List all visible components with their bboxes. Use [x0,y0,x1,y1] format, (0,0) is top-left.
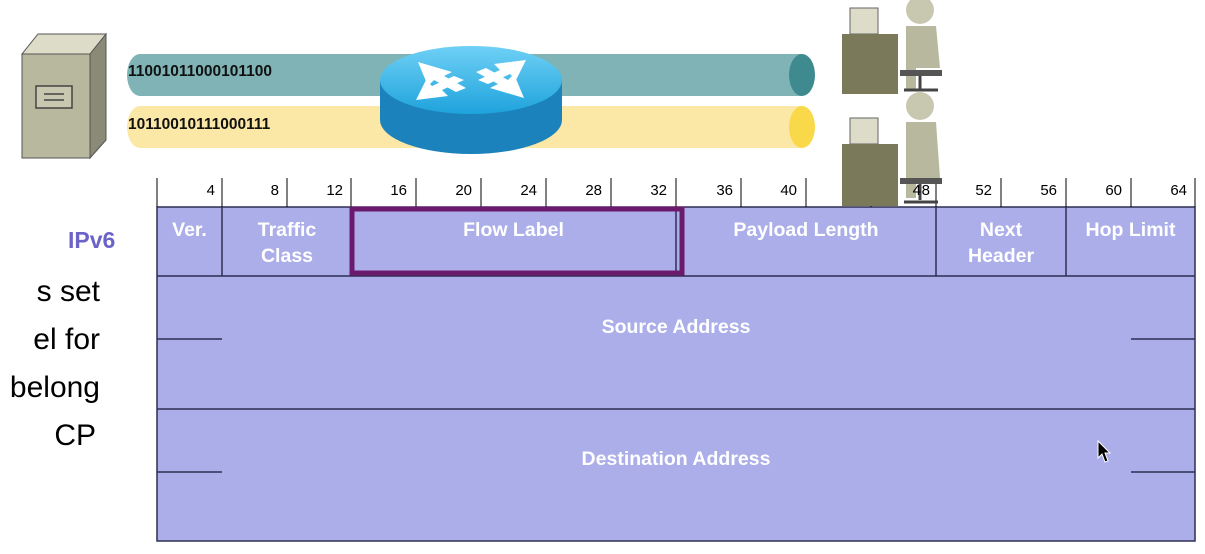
field-hop-limit: Hop Limit [1085,219,1176,241]
side-text-line-3: belong [9,371,100,404]
protocol-label: IPv6 [68,227,116,253]
ruler-tick-label: 20 [455,182,472,199]
mouse-cursor-icon [1097,439,1112,463]
router-icon [380,46,562,154]
bit-ruler [156,178,1196,207]
ruler-tick-label: 64 [1170,182,1187,199]
ruler-tick-label: 60 [1105,182,1122,199]
flow-label-highlight [349,206,685,276]
user-workstation-icon [842,92,942,206]
server-icon [20,32,108,160]
field-version: Ver. [172,219,207,241]
field-flow-label: Flow Label [463,219,564,241]
side-text-line-1: s set [36,275,100,308]
ruler-tick-label: 8 [270,182,279,199]
ruler-tick-label: 40 [780,182,797,199]
ruler-tick-label: 12 [326,182,343,199]
field-next-header: Next Header [967,219,1035,267]
bottom-bit-stream-text: 10110010111000111 [128,116,271,133]
ruler-tick-label: 28 [585,182,602,199]
ruler-tick-label: 52 [975,182,992,199]
ruler-tick-label: 4 [206,182,215,199]
ruler-tick-label: 56 [1040,182,1057,199]
user-workstation-icon [842,0,942,94]
side-text-line-2: el for [33,323,100,356]
ipv6-header-table [156,206,1196,542]
ruler-tick-label: 24 [520,182,537,199]
ruler-tick-label: 4 [912,182,921,199]
side-text-line-4: CP [54,419,96,452]
field-payload-length: Payload Length [733,219,879,241]
ruler-tick-label: 16 [390,182,407,199]
field-source-address: Source Address [601,316,751,338]
ruler-tick-label: 8 [921,182,930,199]
ruler-tick-label: 36 [716,182,733,199]
field-destination-address: Destination Address [581,448,771,470]
field-traffic-class: Traffic Class [257,219,317,267]
top-bit-stream-text: 11001011000101100 [128,63,272,80]
ruler-tick-label: 32 [650,182,667,199]
